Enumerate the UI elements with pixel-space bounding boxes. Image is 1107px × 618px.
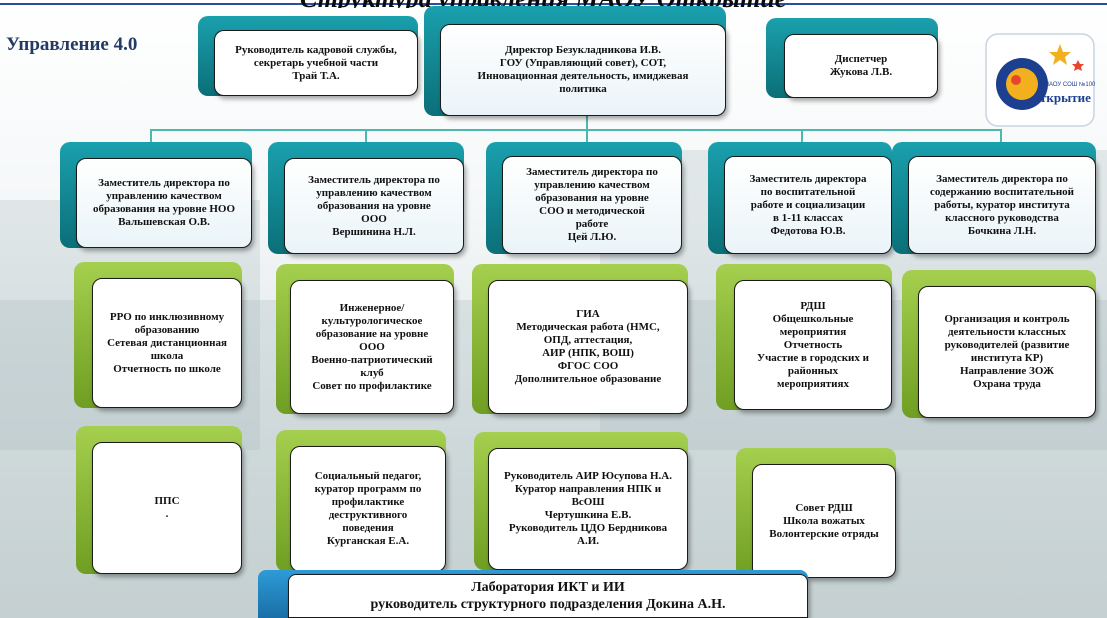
connector-line: [150, 129, 152, 149]
director-card: Директор Безукладникова И.В.ГОУ (Управля…: [424, 6, 726, 116]
page-title: Структура управления МАОУ Открытие: [300, 0, 1100, 8]
staff-card-pps: ППС.: [76, 426, 242, 574]
school-logo: МАОУ СОШ №100 ткрытие: [982, 30, 1098, 130]
connector-line: [586, 129, 588, 149]
svg-text:МАОУ СОШ №100: МАОУ СОШ №100: [1044, 81, 1096, 88]
connector-line: [801, 129, 803, 149]
hr-card: Руководитель кадровой службы,секретарь у…: [198, 16, 418, 96]
section-label: Управление 4.0: [6, 34, 138, 55]
connector-line: [365, 129, 367, 149]
svg-text:ткрытие: ткрытие: [1040, 90, 1091, 105]
staff-card-air: Руководитель АИР Юсупова Н.А.Куратор нап…: [474, 432, 688, 570]
connector-line: [150, 129, 1002, 131]
connector-line: [1000, 129, 1002, 149]
connector-line: [586, 116, 588, 130]
title-underline: [0, 3, 1107, 5]
